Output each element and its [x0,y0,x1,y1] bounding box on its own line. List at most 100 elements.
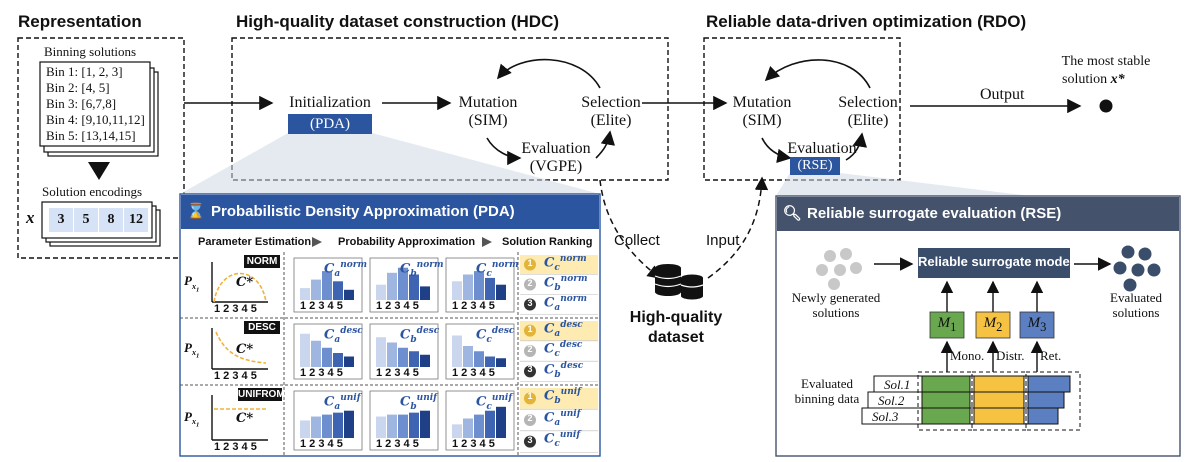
pda-card-label: Cadesc [324,326,363,345]
hdc-selection-label: Selection [581,94,641,111]
pda-tag: (PDA) [288,114,372,134]
dataset-line: High-quality [629,309,723,326]
pda-card-ticks: 1 2 3 4 5 [452,300,495,312]
evaluated-line: solutions [1112,305,1160,320]
pda-c-star: C* [236,410,254,426]
binning-data-table [861,371,1081,431]
pda-bar [474,271,484,300]
pda-card-label: Caunif [324,393,361,412]
binning-data-label: Evaluated binning data [784,376,870,406]
model-name: M [1027,315,1041,331]
pda-bar [496,406,506,438]
pda-card-label: Canorm [324,260,368,279]
model-index: 3 [1040,320,1047,334]
pda-bar [387,272,397,300]
bin-item: Bin 3: [6,7,8] [46,96,117,111]
pda-charts [211,255,598,453]
medal-rank: 2 [527,413,533,423]
result-dot [1099,99,1113,113]
pda-rank-label: Cbunif [544,387,582,406]
pda-bar [496,284,506,300]
pda-type-tag: DESC [244,321,280,334]
evaluated-line: Evaluated [1110,290,1162,305]
pda-card-label: Cbdesc [400,326,440,345]
criterion-ret: Ret. [1040,348,1062,363]
medal-icon [524,435,536,448]
rdo-evaluation-label: Evaluation [787,140,857,157]
medal-icon [524,392,536,405]
model-index: 1 [950,320,957,334]
step-probability-approximation: Probability Approximation [338,236,476,248]
pda-bar [322,347,332,367]
hourglass-icon: ⌛ [186,203,206,220]
pda-bar [474,414,484,438]
pda-bar [398,347,408,367]
pda-axis-ticks: 1 2 3 4 5 [214,303,257,315]
pda-bar [463,418,473,438]
rdo-mutation-sub: (SIM) [742,112,782,129]
model-name: M [983,315,997,331]
model-name: M [937,315,951,331]
search-icon: 🔍︎ [782,205,802,222]
pda-bar [496,358,506,367]
model-m1: M1 [930,315,964,335]
pda-rank-highlight [520,388,598,409]
pda-rank-label: Cbnorm [544,274,588,293]
result-symbol: x* [1110,72,1125,87]
pda-bar [387,342,397,367]
pda-bar [376,284,386,300]
pda-bar [333,281,343,300]
pda-card-ticks: 1 2 3 4 5 [376,367,419,379]
pda-card-label: Ccdesc [476,326,515,345]
result-line2: solution x* [1062,72,1125,88]
pda-axis-ticks: 1 2 3 4 5 [214,370,257,382]
database-icon [655,264,703,300]
pda-bar [300,333,310,367]
pda-bar [322,414,332,438]
pda-card-label: Ccunif [476,393,513,412]
x-variable: x [26,208,35,227]
pda-c-star: C* [236,341,254,357]
pda-y-label: Px1 [184,339,200,360]
new-solutions-icon [816,248,862,290]
pda-bar [409,274,419,300]
pda-bar [474,351,484,367]
bin-list: Bin 1: [1, 2, 3] Bin 2: [4, 5] Bin 3: [6… [46,64,145,144]
bin-item: Bin 5: [13,14,15] [46,128,136,143]
pda-card-ticks: 1 2 3 4 5 [452,438,495,450]
pda-bar [376,337,386,367]
pda-bar [420,410,430,438]
criterion-distr: Distr. [996,348,1025,363]
medal-icon [524,258,536,271]
rdo-selection-sub: (Elite) [847,112,889,129]
pda-bar [333,353,343,367]
pda-rank-highlight [520,255,598,274]
medal-icon [524,324,536,337]
pda-curve [215,331,267,364]
pda-bar [420,286,430,300]
pda-bar [452,424,462,438]
pda-bar [463,346,473,367]
pda-card-ticks: 1 2 3 4 5 [376,438,419,450]
dataset-label: High-quality dataset [626,308,726,348]
medal-icon [524,298,536,311]
pda-card-ticks: 1 2 3 4 5 [452,367,495,379]
encoding-cell: 8 [107,212,115,227]
pda-bar [387,414,397,438]
medal-rank: 3 [527,434,533,445]
pda-y-label: Px1 [184,273,200,294]
encoding-cell: 12 [129,212,143,227]
pda-bar [311,416,321,438]
down-triangle-icon [88,162,110,180]
pda-card-ticks: 1 2 3 4 5 [300,438,343,450]
hdc-evaluation-sub: (VGPE) [529,158,583,175]
model-index: 2 [996,320,1003,334]
pda-bar [398,414,408,438]
pda-bar [409,412,419,438]
pda-bar [376,416,386,438]
bin-item: Bin 2: [4, 5] [46,80,110,95]
medal-rank: 2 [527,344,533,354]
pda-bar [300,288,310,300]
pda-bar [452,335,462,367]
pda-title: Probabilistic Density Approximation (PDA… [211,203,515,220]
